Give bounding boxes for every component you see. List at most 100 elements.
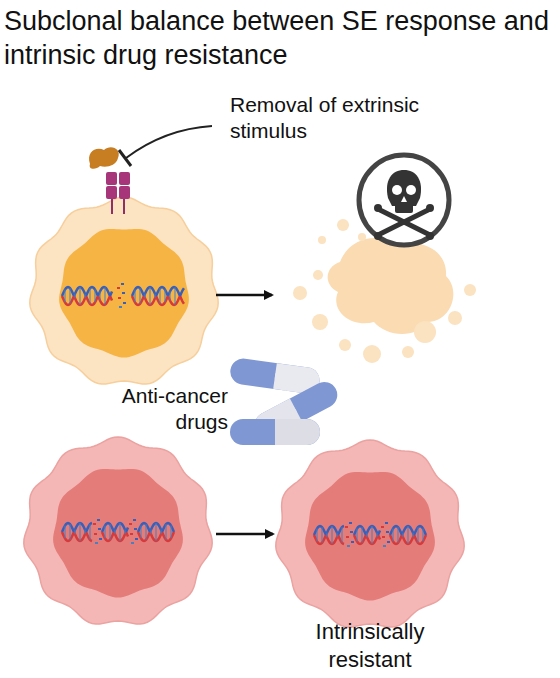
dna-strand [86, 523, 92, 532]
dna-helix [314, 522, 426, 547]
dna-strand [86, 287, 98, 296]
dna-strand [342, 527, 343, 543]
dna-strand [135, 290, 136, 303]
callout-label: Anti-cancer drugs [90, 383, 228, 435]
cell-outline [273, 438, 467, 632]
pill [230, 419, 320, 445]
dna-strand [160, 288, 161, 304]
dna-fragment [135, 538, 138, 540]
dna-strand [105, 287, 106, 304]
dna-fragment [382, 536, 385, 538]
dna-strand [338, 535, 344, 544]
title: Subclonal balance between SE response an… [4, 4, 552, 72]
dna-strand [102, 532, 114, 541]
dna-strand [125, 530, 126, 535]
dna-strand [132, 296, 144, 305]
dna-strand [75, 530, 76, 535]
dna-strand [140, 288, 141, 304]
dna-strand [314, 526, 326, 535]
dna-fragment [347, 545, 350, 547]
dna-fragment [350, 531, 353, 533]
dna-strand [327, 533, 328, 538]
dna-fragment [346, 536, 349, 538]
dna-strand [418, 527, 419, 543]
dna-helix [62, 519, 174, 544]
dna-fragment [123, 302, 126, 304]
inhibition-bar [119, 150, 131, 166]
dna-strand [85, 294, 86, 299]
dna-strand [138, 532, 150, 541]
dna-fragment [381, 526, 384, 528]
dna-strand [390, 535, 402, 544]
cell-body [276, 440, 464, 627]
dna-strand [62, 523, 74, 532]
dna-strand [115, 530, 116, 535]
dna-strand [372, 526, 373, 544]
ligand [89, 147, 119, 169]
dna-strand [322, 527, 323, 543]
dna-strand [377, 533, 378, 538]
arrow [216, 294, 272, 297]
cell-nucleus [59, 229, 189, 358]
dna-strand [151, 530, 152, 535]
callout-label: Removal of extrinsic stimulus [230, 92, 430, 144]
dna-fragment [97, 519, 100, 521]
dna-strand [390, 526, 402, 535]
dna-strand [165, 290, 166, 303]
dna-strand [414, 535, 426, 544]
dna-fragment [383, 545, 386, 547]
dna-strand [70, 524, 71, 540]
inhibition-line [126, 126, 212, 158]
dna-strand [338, 526, 344, 535]
cell-label: Intrinsically resistant [273, 618, 467, 674]
dna-fragment [98, 528, 101, 530]
dna-fragment [122, 292, 125, 294]
dna-strand [100, 292, 101, 301]
dna-strand [146, 524, 147, 540]
dna-fragment [133, 519, 136, 521]
dna-strand [357, 529, 358, 542]
dna-fragment [129, 523, 132, 525]
dna-fragment [118, 297, 121, 299]
dna-strand [362, 527, 363, 543]
dna-strand [180, 288, 184, 296]
dna-fragment [130, 533, 133, 535]
dna-strand [354, 526, 366, 535]
dna-strand [423, 529, 424, 542]
dna-strand [317, 529, 318, 542]
dna-strand [354, 535, 366, 544]
dna-strand [75, 294, 76, 299]
dna-strand [102, 523, 114, 532]
dna-strand [62, 296, 74, 305]
dna-strand [166, 524, 167, 540]
dna-fragment [349, 522, 352, 524]
dna-strand [171, 526, 172, 539]
dna-fragment [351, 541, 354, 543]
dna-strand [110, 524, 111, 540]
cell-body [30, 197, 218, 384]
dna-strand [414, 526, 426, 535]
dna-strand [120, 523, 121, 541]
dna-strand [378, 531, 380, 536]
dna-strand [126, 528, 128, 533]
resistant-cell: Intrinsically resistant [273, 438, 467, 676]
dna-strand [80, 523, 81, 541]
dna-strand [413, 533, 414, 538]
dna-strand [62, 287, 74, 296]
dna-strand [80, 287, 81, 305]
dna-strand [393, 529, 394, 542]
dna-strand [314, 535, 326, 544]
dna-strand [70, 288, 71, 304]
dna-strand [85, 530, 86, 535]
dna-strand [150, 287, 151, 305]
dna-fragment [121, 283, 124, 285]
cell-nucleus [305, 472, 435, 601]
dna-strand [170, 292, 171, 301]
dna-strand [65, 526, 66, 539]
dna-fragment [93, 523, 96, 525]
dna-strand [367, 533, 368, 538]
dna-strand [408, 526, 409, 544]
dna-strand [337, 533, 338, 538]
dna-fragment [94, 533, 97, 535]
arrow [216, 533, 273, 536]
